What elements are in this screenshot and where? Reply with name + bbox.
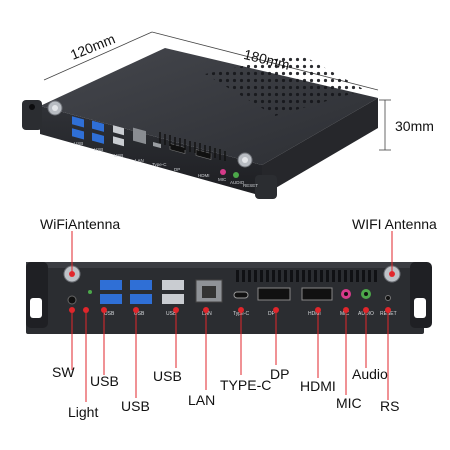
dimension-height: 30mm	[395, 118, 434, 134]
top-port-label: Type-C	[152, 162, 167, 167]
antenna-connector-left	[47, 100, 63, 116]
panel-port-label: MIC	[340, 311, 350, 317]
panel-port-label: USB	[104, 311, 115, 317]
callout-light: Light	[68, 404, 99, 420]
callout-hdmi: HDMI	[300, 378, 336, 394]
usb-port	[100, 280, 122, 290]
panel-port-label: LAN	[202, 311, 212, 317]
dp-port	[257, 287, 291, 301]
top-vent	[205, 54, 365, 116]
top-port-label: DP	[174, 167, 180, 172]
usb-port	[162, 280, 184, 290]
chassis-top	[40, 48, 378, 165]
device-3d-view: USB USB USB LAN Type-C DP HDMI MIC AUDIO…	[22, 31, 391, 199]
usb-port	[130, 280, 152, 290]
top-port-labels: USB USB USB LAN Type-C DP HDMI MIC AUDIO…	[74, 141, 258, 188]
typec-port	[233, 291, 249, 299]
front-ports	[72, 116, 239, 178]
top-port-label: LAN	[135, 158, 144, 163]
front-panel	[26, 262, 424, 334]
usb-port	[162, 294, 184, 304]
panel-port-label: USB	[134, 311, 145, 317]
front-vent-slots	[159, 132, 226, 161]
power-led	[88, 290, 92, 294]
callout-wifi-right: WIFI Antenna	[352, 216, 437, 232]
callout-wifi-left: WiFiAntenna	[40, 216, 121, 232]
top-port-label: USB	[74, 141, 83, 146]
callout-usb-2: USB	[121, 398, 150, 414]
panel-port-label: USB	[166, 311, 177, 317]
mount-ear-left	[22, 100, 42, 130]
callout-rs: RS	[380, 398, 400, 414]
chassis-side	[262, 98, 378, 196]
hdmi-port	[301, 287, 333, 301]
callout-dp: DP	[270, 366, 290, 382]
callout-usb-1: USB	[90, 373, 119, 389]
callout-mic: MIC	[336, 395, 362, 411]
power-button	[67, 295, 77, 305]
callout-sw: SW	[52, 364, 75, 380]
top-port-label: USB	[114, 153, 123, 158]
usb-port	[130, 294, 152, 304]
callout-typec: TYPE-C	[220, 377, 272, 393]
callout-lan: LAN	[188, 392, 216, 408]
top-port-label: USB	[94, 147, 103, 152]
callout-usb-3: USB	[153, 368, 182, 384]
usb-port	[100, 294, 122, 304]
reset-button	[385, 295, 391, 301]
front-vent-slots	[236, 270, 377, 282]
panel-port-label: HDMI	[308, 311, 321, 317]
top-port-label: HDMI	[198, 173, 210, 178]
callout-audio: Audio	[352, 366, 388, 382]
top-port-label: AUDIO	[230, 180, 245, 185]
top-port-label: MIC	[218, 177, 227, 182]
mount-ear-right	[255, 175, 277, 199]
panel-port-label: DP	[268, 311, 276, 317]
antenna-connector-right	[237, 152, 253, 168]
top-port-label: RESET	[243, 183, 258, 188]
